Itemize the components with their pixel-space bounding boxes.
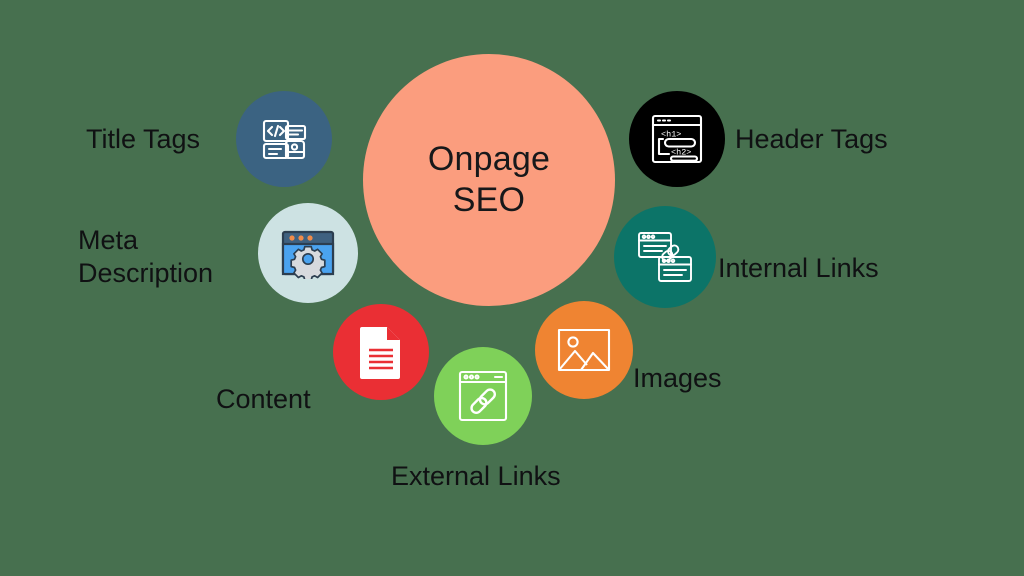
- browser-chain-icon: [456, 368, 510, 424]
- label-title-tags: Title Tags: [86, 124, 201, 154]
- svg-text:<h2>: <h2>: [671, 148, 691, 158]
- svg-text:<h1>: <h1>: [661, 130, 681, 140]
- browser-gear-icon: [279, 227, 337, 279]
- label-header-tags: Header Tags: [735, 124, 888, 154]
- label-external-links: External Links: [391, 461, 561, 491]
- hub-onpage-seo: Onpage SEO: [363, 54, 615, 306]
- node-header-tags[interactable]: <h1> <h2>: [629, 91, 725, 187]
- document-icon: [358, 325, 404, 379]
- hub-label-line-1: Onpage: [427, 139, 551, 178]
- label-content: Content: [216, 384, 311, 414]
- node-images[interactable]: [535, 301, 633, 399]
- node-external-links[interactable]: [434, 347, 532, 445]
- label-internal-links: Internal Links: [718, 253, 879, 283]
- linked-windows-icon: [636, 229, 694, 285]
- node-title-tags[interactable]: [236, 91, 332, 187]
- heading-tags-icon: <h1> <h2>: [649, 112, 705, 166]
- picture-icon: [556, 327, 612, 373]
- code-tag-icon: [258, 113, 310, 165]
- label-images: Images: [633, 363, 722, 393]
- node-meta-description[interactable]: [258, 203, 358, 303]
- node-internal-links[interactable]: [614, 206, 716, 308]
- label-meta-description: Meta Description: [78, 225, 214, 288]
- hub-label-line-2: SEO: [452, 181, 526, 219]
- node-content[interactable]: [333, 304, 429, 400]
